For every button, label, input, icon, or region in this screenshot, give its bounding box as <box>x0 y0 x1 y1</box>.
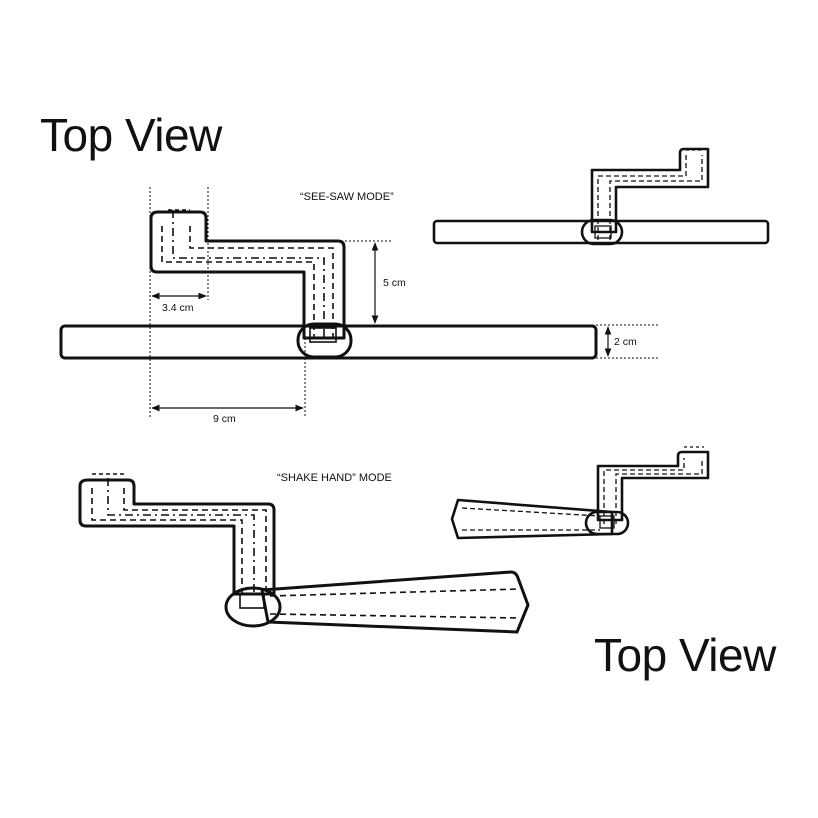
shake-hand-crank <box>78 478 276 596</box>
shake-hand-mode-caption: “SHAKE HAND” MODE <box>277 472 392 484</box>
shake-hand-large-figure <box>78 473 530 634</box>
see-saw-pivot <box>296 322 353 359</box>
small-see-saw-pivot <box>580 218 624 246</box>
see-saw-pivot-inner <box>309 327 337 343</box>
small-shake-hand-pivot <box>584 510 630 536</box>
bar-thickness-label: 2 cm <box>614 336 637 348</box>
see-saw-small-figure <box>432 147 770 246</box>
top-view-title-lower: Top View <box>594 629 776 681</box>
shake-hand-small-figure <box>450 446 710 540</box>
see-saw-crank-centerline <box>172 210 325 338</box>
small-shake-hand-arm <box>450 498 614 540</box>
see-saw-dimension-lines <box>149 187 660 418</box>
top-view-title-upper: Top View <box>40 109 222 161</box>
arm-length-label: 9 cm <box>213 413 236 425</box>
offset-height-label: 5 cm <box>383 277 406 289</box>
shake-hand-pivot <box>224 586 282 628</box>
see-saw-large-figure <box>59 209 598 360</box>
small-see-saw-crank <box>590 147 710 234</box>
see-saw-mode-caption: “SEE-SAW MODE” <box>300 191 394 203</box>
see-saw-crank-inner-dash <box>161 226 334 338</box>
see-saw-crank <box>149 210 346 340</box>
small-shake-hand-crank <box>596 450 710 522</box>
shake-hand-crank-centerline <box>107 478 255 596</box>
handle-width-label: 3.4 cm <box>162 302 194 314</box>
shake-hand-arm <box>260 570 530 634</box>
shake-hand-arm-inner-dash <box>269 588 521 619</box>
